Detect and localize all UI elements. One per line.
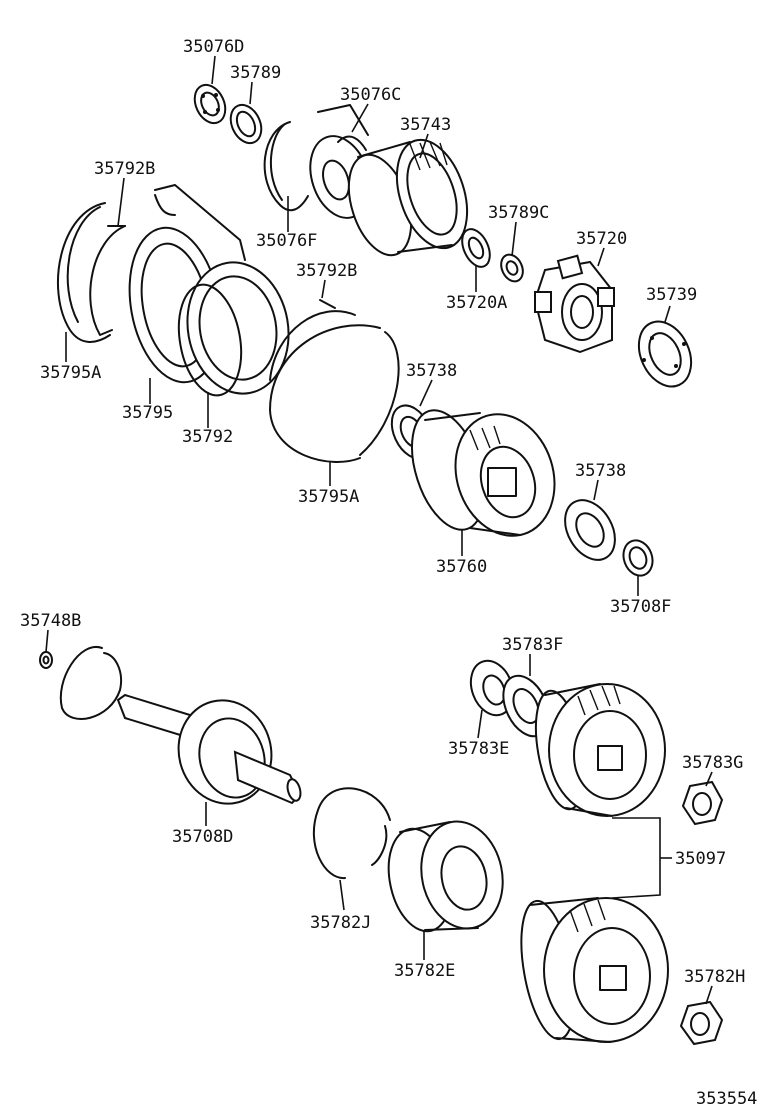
washer-35748b-drawing xyxy=(39,651,53,669)
part-label-35795[interactable]: 35795 xyxy=(122,403,173,423)
part-label-35739[interactable]: 35739 xyxy=(646,285,697,305)
part-label-35738-2[interactable]: 35738 xyxy=(575,461,626,481)
seal-35708f-drawing xyxy=(622,539,654,577)
part-label-35720a[interactable]: 35720A xyxy=(446,293,507,313)
snap-ring-35792b-right-drawing xyxy=(269,299,356,381)
nut-35782h-drawing xyxy=(679,1000,724,1046)
part-label-35097[interactable]: 35097 xyxy=(675,849,726,869)
thrust-washer-35738-lower-drawing xyxy=(564,499,616,561)
part-label-35782e[interactable]: 35782E xyxy=(394,961,455,981)
part-label-35708d[interactable]: 35708D xyxy=(172,827,233,847)
bearing-35782e-drawing xyxy=(387,820,504,933)
part-label-35076f[interactable]: 35076F xyxy=(256,231,317,251)
part-label-35783e[interactable]: 35783E xyxy=(448,739,509,759)
bearing-35783e-drawing xyxy=(469,659,515,717)
part-label-35792b-2[interactable]: 35792B xyxy=(296,261,357,281)
snap-ring-35792b-left-drawing xyxy=(89,225,126,336)
part-label-35738[interactable]: 35738 xyxy=(406,361,457,381)
gear-35097-upper-drawing xyxy=(534,683,666,817)
gear-35097-lower-drawing xyxy=(520,897,669,1043)
part-label-35783g[interactable]: 35783G xyxy=(682,753,743,773)
snap-ring-35076f-drawing xyxy=(263,121,309,212)
bearing-35076d-drawing xyxy=(193,83,227,125)
part-label-35782h[interactable]: 35782H xyxy=(684,967,745,987)
shaft-35708d-drawing xyxy=(116,693,302,805)
part-label-35760[interactable]: 35760 xyxy=(436,557,487,577)
part-label-35792b[interactable]: 35792B xyxy=(94,159,155,179)
planetary-carrier-35720-drawing xyxy=(533,254,615,354)
nut-35783g-drawing xyxy=(681,780,724,826)
snap-ring-35708d-drawing xyxy=(59,645,122,720)
bearing-35739-drawing xyxy=(637,320,693,388)
part-label-35792[interactable]: 35792 xyxy=(182,427,233,447)
part-label-35783f[interactable]: 35783F xyxy=(502,635,563,655)
washer-35789c-drawing xyxy=(500,253,524,283)
part-label-35076c[interactable]: 35076C xyxy=(340,85,401,105)
diagram-id: 353554 xyxy=(696,1089,757,1109)
clutch-drum-35760-drawing xyxy=(411,409,556,537)
part-label-35795a[interactable]: 35795A xyxy=(40,363,101,383)
snap-ring-35782j-drawing xyxy=(312,787,391,880)
part-label-35795a-2[interactable]: 35795A xyxy=(298,487,359,507)
part-label-35782j[interactable]: 35782J xyxy=(310,913,371,933)
leader-lines xyxy=(45,55,713,1005)
part-label-35076d[interactable]: 35076D xyxy=(183,37,244,57)
snap-ring-35795a-left-drawing xyxy=(57,202,111,343)
washer-35789-drawing xyxy=(229,103,263,145)
part-label-35708f[interactable]: 35708F xyxy=(610,597,671,617)
part-label-35743[interactable]: 35743 xyxy=(400,115,451,135)
part-label-35789c[interactable]: 35789C xyxy=(488,203,549,223)
bracket-35097-leader xyxy=(611,817,672,899)
ring-gear-35743-drawing xyxy=(347,138,469,257)
part-label-35789[interactable]: 35789 xyxy=(230,63,281,83)
part-label-35720[interactable]: 35720 xyxy=(576,229,627,249)
clutch-hub-35792-drawing xyxy=(177,261,290,397)
snap-ring-35795a-right-drawing xyxy=(269,324,400,463)
part-label-35748b[interactable]: 35748B xyxy=(20,611,81,631)
thrust-bearing-35720a-drawing xyxy=(461,228,491,268)
